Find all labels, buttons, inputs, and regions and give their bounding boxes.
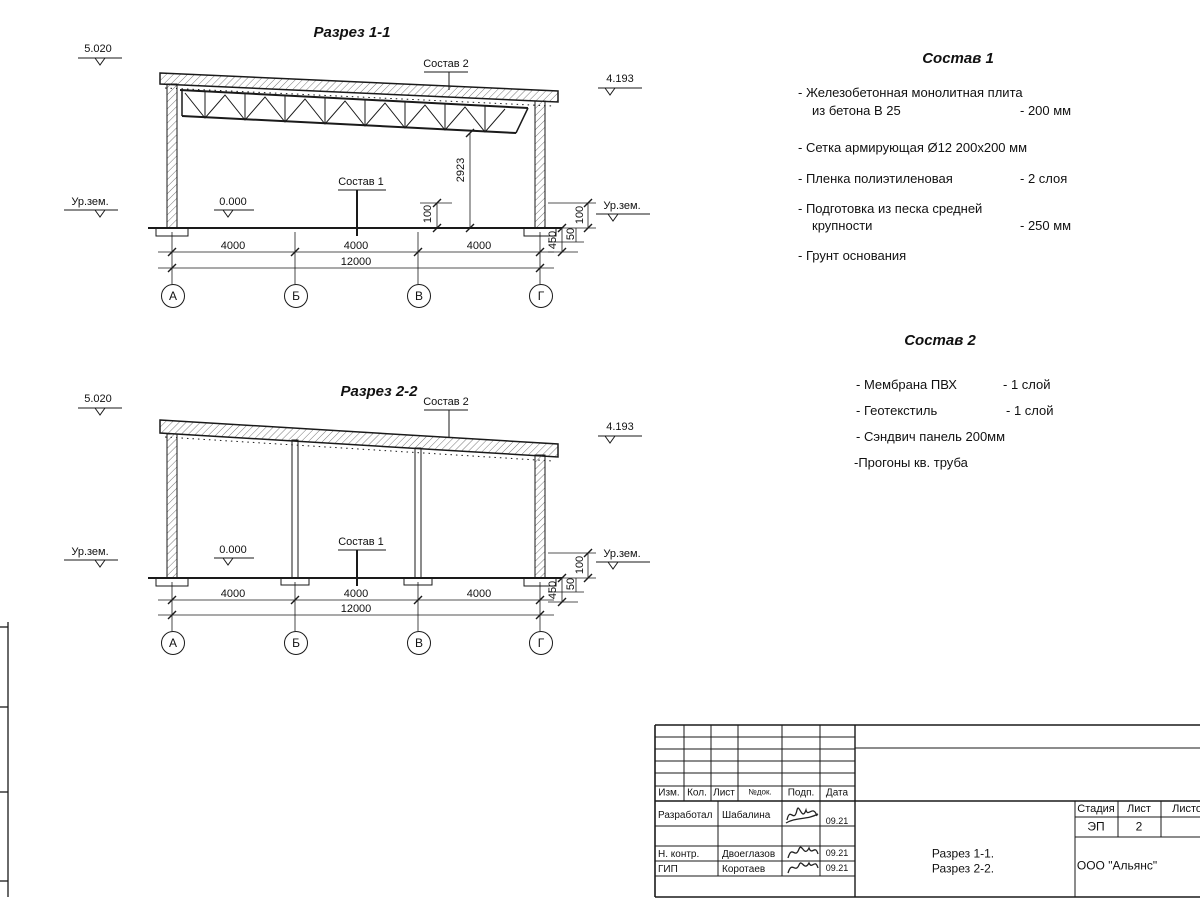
legend-item: - Пленка полиэтиленовая bbox=[798, 171, 953, 186]
stamp-sheet-value: 2 bbox=[1135, 819, 1143, 834]
elevation-label: 5.020 bbox=[84, 42, 112, 55]
stamp-role: Н. контр. bbox=[658, 849, 700, 860]
legend-item: - Геотекстиль bbox=[856, 403, 938, 418]
section-1-linework bbox=[64, 57, 650, 284]
stamp-sheets-header: Листов bbox=[1172, 802, 1200, 815]
dimension-label: 4000 bbox=[343, 587, 369, 600]
stamp-stage-header: Стадия bbox=[1077, 802, 1115, 815]
stamp-company: ООО "Альянс" bbox=[1076, 858, 1158, 873]
callout-roof-label: Состав 2 bbox=[423, 57, 469, 70]
stamp-name: Коротаев bbox=[722, 864, 766, 875]
legend-item-value: - 1 слой bbox=[1003, 377, 1051, 392]
stamp-name: Шабалина bbox=[722, 810, 771, 821]
dimension-label: 100 bbox=[573, 555, 586, 575]
dimension-label: 4000 bbox=[220, 587, 246, 600]
stamp-doc-title: Разрез 2-2. bbox=[931, 861, 995, 876]
dimension-label: 4000 bbox=[466, 239, 492, 252]
stamp-stage-value: ЭП bbox=[1087, 819, 1105, 834]
grid-bubble: А bbox=[161, 284, 185, 308]
stamp-col-header: Подп. bbox=[787, 787, 815, 799]
stamp-date: 09.21 bbox=[825, 848, 849, 859]
dimension-label: 100 bbox=[573, 205, 586, 225]
callout-floor-label: Состав 1 bbox=[338, 535, 384, 548]
dimension-total-label: 12000 bbox=[340, 255, 372, 268]
stamp-col-header: №док. bbox=[748, 787, 772, 797]
legend-item: из бетона В 25 bbox=[812, 103, 901, 118]
stamp-col-header: Кол. bbox=[687, 787, 707, 799]
signature-row2 bbox=[787, 846, 819, 859]
elevation-label: 4.193 bbox=[606, 420, 634, 433]
legend-item-value: - 1 слой bbox=[1006, 403, 1054, 418]
sheet-frame-marks bbox=[0, 622, 9, 897]
legend-2-title: Состав 2 bbox=[904, 331, 976, 349]
ground-level-label: Ур.зем. bbox=[603, 199, 641, 212]
callout-floor-label: Состав 1 bbox=[338, 175, 384, 188]
stamp-col-header: Изм. bbox=[658, 787, 680, 799]
dimension-label: 2923 bbox=[454, 157, 467, 183]
ground-level-label: Ур.зем. bbox=[71, 195, 109, 208]
signature-row3 bbox=[787, 861, 819, 874]
elevation-label: 5.020 bbox=[84, 392, 112, 405]
grid-bubble: А bbox=[161, 631, 185, 655]
legend-item-value: - 250 мм bbox=[1020, 218, 1072, 233]
title-block-grid bbox=[654, 724, 1200, 898]
stamp-role: ГИП bbox=[658, 864, 678, 875]
section-2-linework bbox=[64, 407, 650, 631]
legend-item: - Подготовка из песка средней bbox=[798, 201, 983, 216]
dimension-label: 4000 bbox=[466, 587, 492, 600]
stamp-doc-title: Разрез 1-1. bbox=[931, 846, 995, 861]
grid-bubble: Г bbox=[529, 631, 553, 655]
stamp-col-header: Лист bbox=[713, 787, 735, 799]
legend-item: - Мембрана ПВХ bbox=[856, 377, 957, 392]
section-1-title: Разрез 1-1 bbox=[313, 23, 391, 41]
stamp-sheet-header: Лист bbox=[1127, 802, 1151, 815]
dimension-label: 50 bbox=[564, 577, 577, 591]
dimension-label: 4000 bbox=[220, 239, 246, 252]
grid-bubble: Б bbox=[284, 631, 308, 655]
callout-roof-label: Состав 2 bbox=[423, 395, 469, 408]
dimension-label: 450 bbox=[546, 580, 559, 600]
legend-item: - Железобетонная монолитная плита bbox=[798, 85, 1023, 100]
ground-level-label: Ур.зем. bbox=[603, 547, 641, 560]
legend-item: - Сетка армирующая Ø12 200х200 мм bbox=[798, 140, 1028, 155]
legend-item: -Прогоны кв. труба bbox=[854, 455, 968, 470]
legend-item: крупности bbox=[812, 218, 873, 233]
signatures bbox=[785, 807, 819, 874]
legend-item-value: - 200 мм bbox=[1020, 103, 1072, 118]
legend-item: - Сэндвич панель 200мм bbox=[856, 429, 1006, 444]
legend-item: - Грунт основания bbox=[798, 248, 907, 263]
dimension-label: 450 bbox=[546, 230, 559, 250]
signature-row1 bbox=[785, 807, 819, 824]
stamp-date: 09.21 bbox=[825, 816, 849, 827]
stamp-role: Разработал bbox=[658, 810, 713, 821]
zero-level-label: 0.000 bbox=[219, 543, 247, 556]
dimension-label: 50 bbox=[564, 227, 577, 241]
legend-item-value: - 2 слоя bbox=[1020, 171, 1068, 186]
stamp-name: Двоеглазов bbox=[722, 849, 776, 860]
grid-bubble: В bbox=[407, 631, 431, 655]
grid-bubble: Г bbox=[529, 284, 553, 308]
stamp-col-header: Дата bbox=[825, 787, 849, 799]
dimension-total-label: 12000 bbox=[340, 602, 372, 615]
stamp-date: 09.21 bbox=[825, 863, 849, 874]
ground-level-label: Ур.зем. bbox=[71, 545, 109, 558]
legend-1-title: Состав 1 bbox=[922, 49, 994, 67]
elevation-label: 4.193 bbox=[606, 72, 634, 85]
section-2-title: Разрез 2-2 bbox=[340, 382, 418, 400]
grid-bubble: Б bbox=[284, 284, 308, 308]
zero-level-label: 0.000 bbox=[219, 195, 247, 208]
dimension-label: 100 bbox=[421, 204, 434, 224]
grid-bubble: В bbox=[407, 284, 431, 308]
dimension-label: 4000 bbox=[343, 239, 369, 252]
